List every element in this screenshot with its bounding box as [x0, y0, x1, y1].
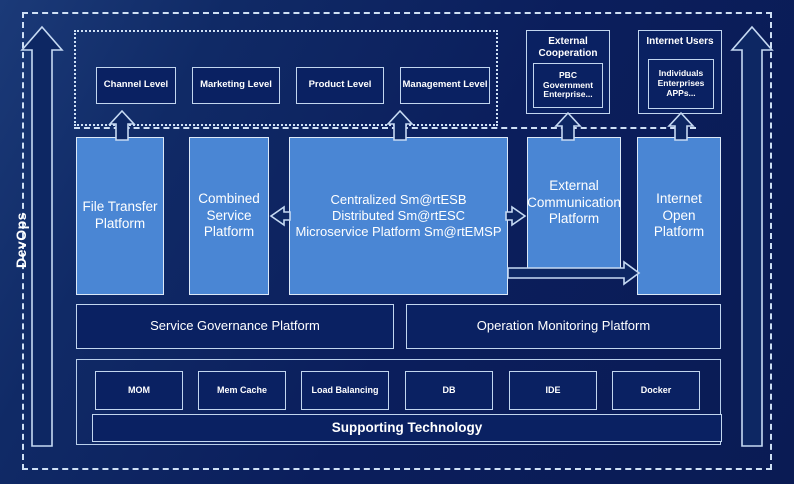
devops-label: DevOps: [13, 212, 29, 268]
tech-label: DB: [442, 385, 456, 396]
level-label: Product Level: [308, 79, 372, 91]
central-line-1: Centralized Sm@rtESB: [330, 191, 467, 207]
level-box-marketing[interactable]: Marketing Level: [192, 67, 280, 104]
level-label: Channel Level: [103, 79, 169, 91]
external-cooperation-title: External Cooperation: [538, 36, 598, 59]
platform-central-esb[interactable]: Centralized Sm@rtESB Distributed Sm@rtES…: [289, 137, 508, 295]
level-label: Management Level: [402, 79, 488, 91]
tech-label: Load Balancing: [311, 385, 379, 396]
platform-label: Combined Service Platform: [198, 190, 260, 240]
operation-monitoring-platform[interactable]: Operation Monitoring Platform: [406, 304, 721, 349]
platform-external-communication[interactable]: External Communication Platform: [527, 137, 621, 269]
tech-box-mom[interactable]: MOM: [95, 371, 183, 410]
supporting-technology-bar[interactable]: Supporting Technology: [92, 414, 722, 442]
level-box-management[interactable]: Management Level: [400, 67, 490, 104]
tech-label: MOM: [128, 385, 150, 396]
tech-box-ide[interactable]: IDE: [509, 371, 597, 410]
paas-label: PAAS: [747, 220, 763, 260]
level-box-channel[interactable]: Channel Level: [96, 67, 176, 104]
tech-label: Mem Cache: [216, 385, 268, 396]
platform-label: External Communication Platform: [527, 177, 621, 227]
level-label: Marketing Level: [200, 79, 272, 91]
internet-users-items-box[interactable]: Individuals Enterprises APPs...: [648, 59, 714, 109]
business-levels-frame: [74, 30, 498, 126]
internet-users-title: Internet Users: [646, 36, 714, 47]
external-cooperation-items: PBC Government Enterprise...: [542, 69, 594, 100]
tech-label: IDE: [545, 385, 561, 396]
platform-combined-service[interactable]: Combined Service Platform: [189, 137, 269, 295]
platform-file-transfer[interactable]: File Transfer Platform: [76, 137, 164, 295]
central-line-3: Microservice Platform Sm@rtEMSP: [295, 224, 502, 240]
supporting-technology-label: Supporting Technology: [331, 420, 483, 436]
tech-box-db[interactable]: DB: [405, 371, 493, 410]
central-line-2: Distributed Sm@rtESC: [331, 207, 466, 223]
service-governance-platform[interactable]: Service Governance Platform: [76, 304, 394, 349]
supporting-technology-container: [76, 359, 721, 445]
governance-label: Service Governance Platform: [150, 318, 320, 334]
governance-label: Operation Monitoring Platform: [476, 318, 651, 334]
internet-users-items: Individuals Enterprises APPs...: [657, 68, 705, 98]
external-cooperation-items-box[interactable]: PBC Government Enterprise...: [533, 63, 603, 108]
platform-label: Internet Open Platform: [653, 190, 705, 240]
tech-box-docker[interactable]: Docker: [612, 371, 700, 410]
tech-box-load-balancing[interactable]: Load Balancing: [301, 371, 389, 410]
tech-box-mem-cache[interactable]: Mem Cache: [198, 371, 286, 410]
level-box-product[interactable]: Product Level: [296, 67, 384, 104]
platform-label: File Transfer Platform: [82, 199, 158, 231]
tech-label: Docker: [640, 385, 672, 396]
dashed-separator-rail: [74, 127, 696, 129]
platform-internet-open[interactable]: Internet Open Platform: [637, 137, 721, 295]
